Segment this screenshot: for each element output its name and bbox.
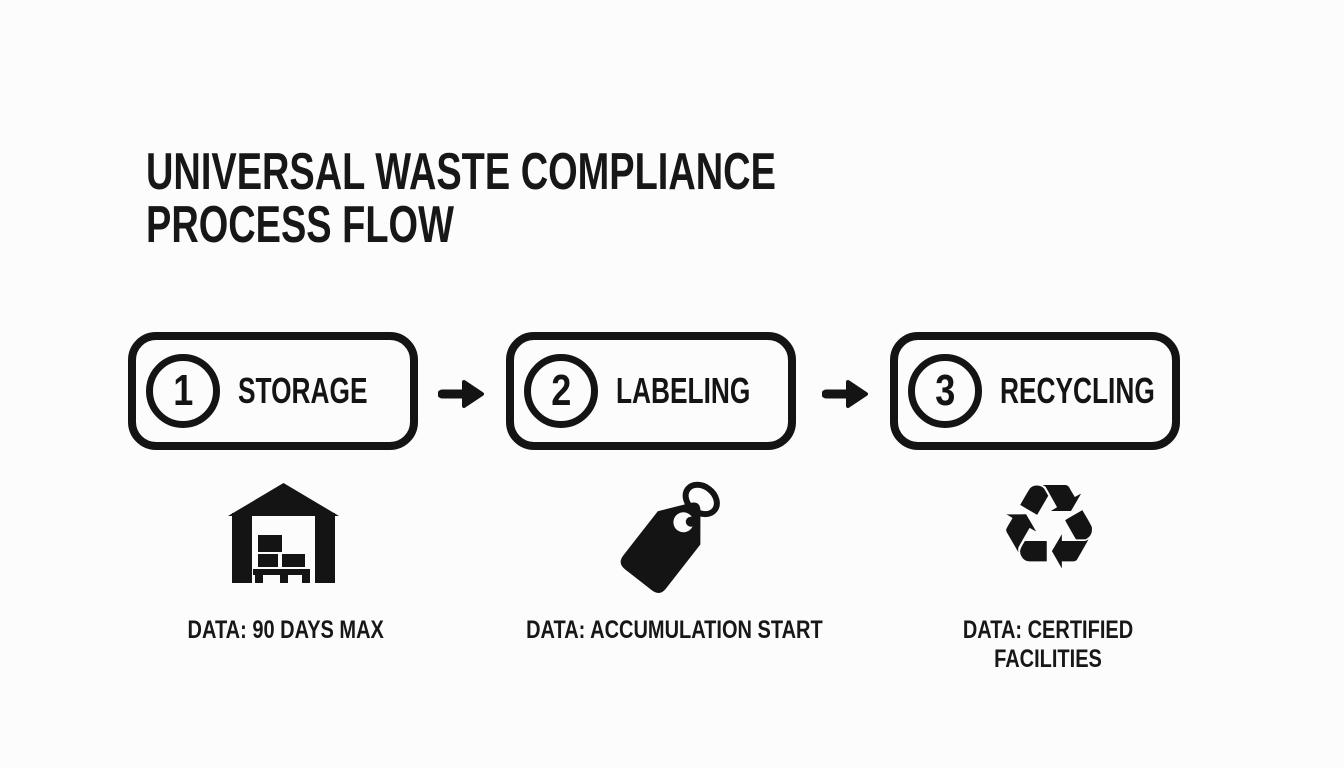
step-label: LABELING bbox=[616, 370, 751, 411]
data-label-storage: DATA: 90 DAYS MAX bbox=[86, 616, 486, 645]
page-title: UNIVERSAL WASTE COMPLIANCE PROCESS FLOW bbox=[146, 146, 1009, 252]
step-label: STORAGE bbox=[238, 370, 368, 411]
step-box-labeling: 2 LABELING bbox=[506, 332, 796, 450]
data-label-text: DATA: 90 DAYS MAX bbox=[187, 616, 385, 644]
step-number-badge: 1 bbox=[146, 354, 220, 428]
step-number: 2 bbox=[550, 366, 572, 415]
data-label-text: DATA: ACCUMULATION START bbox=[525, 616, 823, 644]
data-label-labeling: DATA: ACCUMULATION START bbox=[474, 616, 874, 645]
step-number: 3 bbox=[934, 366, 956, 415]
step-label: RECYCLING bbox=[1000, 370, 1155, 411]
warehouse-icon bbox=[228, 483, 339, 583]
data-label-recycling: DATA: CERTIFIED FACILITIES bbox=[912, 616, 1184, 674]
tag-icon bbox=[620, 481, 720, 593]
recycling-icon: ♻ bbox=[996, 458, 1102, 596]
arrow-right-icon bbox=[438, 380, 484, 408]
step-number-badge: 2 bbox=[524, 354, 598, 428]
title-line-1: UNIVERSAL WASTE COMPLIANCE bbox=[146, 143, 776, 201]
step-box-storage: 1 STORAGE bbox=[128, 332, 418, 450]
arrow-right-icon bbox=[822, 380, 868, 408]
title-line-2: PROCESS FLOW bbox=[146, 196, 454, 254]
step-number-badge: 3 bbox=[908, 354, 982, 428]
step-box-recycling: 3 RECYCLING bbox=[890, 332, 1180, 450]
data-label-text: DATA: CERTIFIED FACILITIES bbox=[962, 616, 1134, 673]
step-number: 1 bbox=[172, 366, 194, 415]
